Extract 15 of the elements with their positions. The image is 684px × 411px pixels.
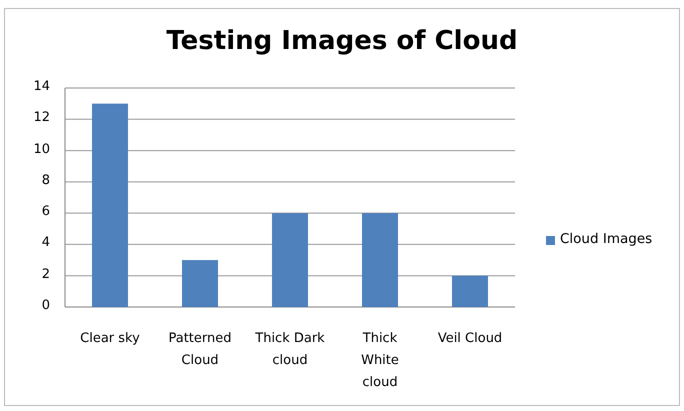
- chart-title: Testing Images of Cloud: [165, 26, 519, 56]
- category-label: Patterned Cloud: [167, 330, 233, 370]
- category-label: Veil Cloud: [436, 330, 504, 348]
- legend-label: Cloud Images: [560, 231, 652, 247]
- category-label: Clear sky: [79, 330, 141, 348]
- axis-tick-label: 0: [40, 298, 50, 313]
- category-label: Thick Dark cloud: [254, 330, 326, 370]
- axis-tick-label: 4: [40, 235, 50, 250]
- axis-tick-label: 12: [32, 110, 50, 126]
- axis-tick-label: 10: [32, 142, 50, 157]
- axis-tick-label: 6: [40, 204, 50, 220]
- axis-tick-label: 8: [40, 172, 50, 188]
- axis-tick-label: 2: [40, 266, 50, 282]
- axis-tick-label: 14: [32, 79, 50, 94]
- category-label: Thick White cloud: [360, 330, 400, 392]
